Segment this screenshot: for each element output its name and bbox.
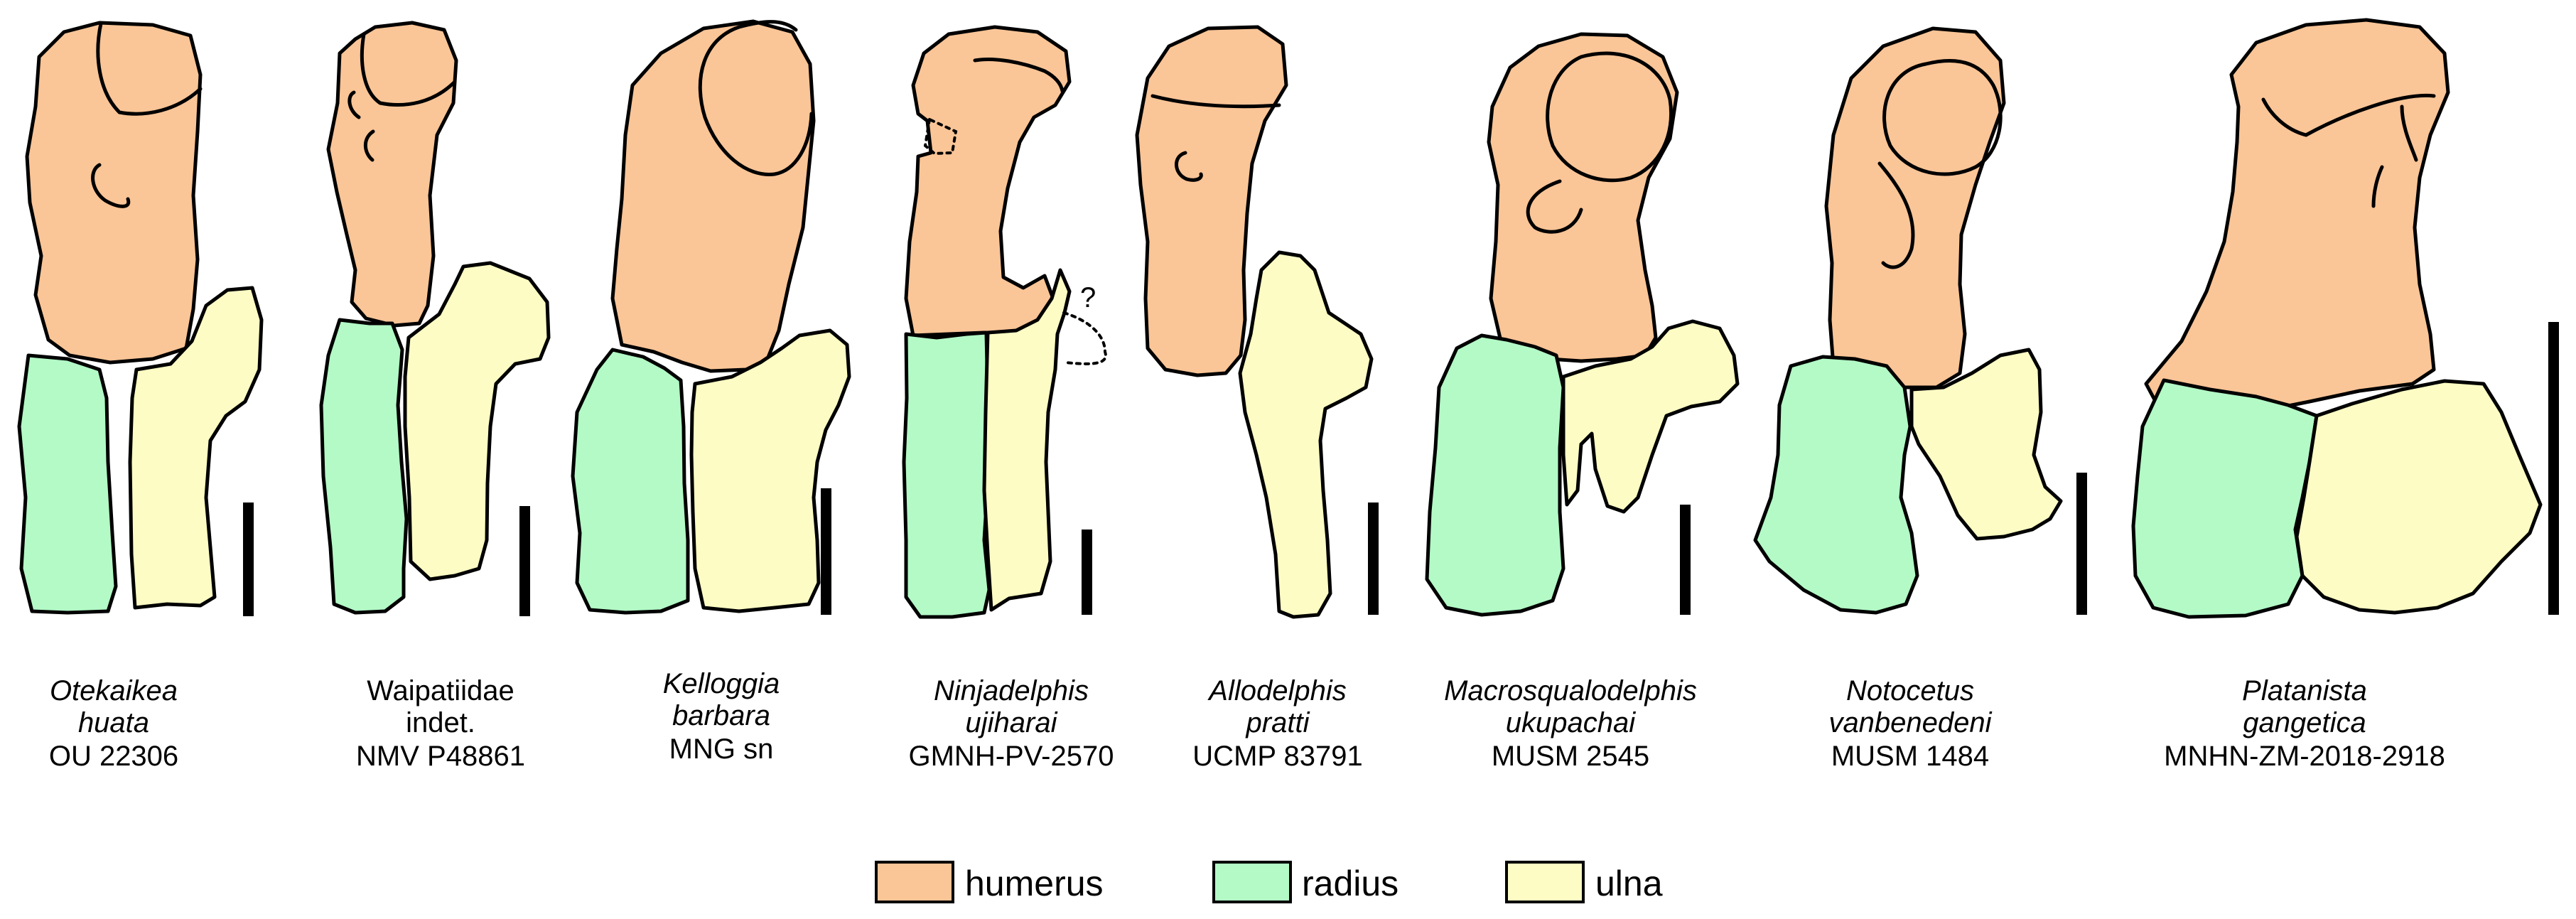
label-species: huata [78, 707, 149, 738]
humerus-head-outline [1546, 51, 1673, 183]
humerus [1824, 26, 2006, 389]
humerus-head-outline [973, 58, 1065, 93]
deltopectoral-crest-outline [2371, 165, 2384, 208]
label-species: vanbenedeni [1828, 707, 1992, 738]
deltopectoral-crest-outline [1877, 161, 1915, 269]
ulna [1909, 348, 2063, 541]
humerus [610, 19, 816, 373]
label-specimen-number: MUSM 2545 [1492, 741, 1649, 772]
humerus [326, 21, 458, 328]
scale-bar [519, 506, 530, 616]
humerus-head-outline [1882, 58, 2003, 176]
humerus-head-outline [698, 20, 814, 176]
label-genus: Ninjadelphis [934, 675, 1089, 706]
radius [319, 318, 409, 615]
scale-bar [2548, 322, 2559, 615]
radius [1753, 355, 1919, 615]
scale-bar [1680, 505, 1691, 615]
label-species: ukupachai [1506, 707, 1636, 738]
ulna [2295, 379, 2543, 615]
legend: humerus radius ulna [875, 861, 1663, 903]
deltopectoral-crest-outline [1175, 151, 1203, 182]
humerus [1487, 32, 1679, 363]
label-specimen-number: MNG sn [669, 733, 774, 765]
label-genus: Waipatiidae [367, 675, 514, 706]
humerus [25, 21, 203, 365]
legend-label-humerus: humerus [965, 864, 1104, 903]
label-specimen-number: NMV P48861 [356, 741, 525, 772]
humerus-head-outline [360, 32, 457, 107]
label-genus: Macrosqualodelphis [1444, 675, 1697, 706]
label-genus: Allodelphis [1207, 675, 1346, 706]
legend-swatch-humerus [875, 861, 954, 903]
label-species: pratti [1246, 707, 1310, 738]
deltopectoral-crest-outline [91, 163, 131, 208]
label-species: barbara [672, 700, 770, 731]
specimen-kelloggia [571, 19, 851, 615]
specimen-macrosqualodelphis [1425, 32, 1740, 617]
humerus-head-outline [96, 21, 203, 116]
scale-bar [1082, 530, 1092, 615]
label-species: ujiharai [966, 707, 1058, 738]
humerus [904, 25, 1072, 338]
legend-label-radius: radius [1302, 864, 1399, 903]
label-specimen-number: MUSM 1484 [1831, 741, 1989, 772]
label-specimen-number: UCMP 83791 [1192, 741, 1362, 772]
ulna [689, 328, 851, 613]
label-specimen-number: MNHN-ZM-2018-2918 [2164, 741, 2445, 772]
ulna [403, 261, 551, 581]
humerus-head-outline [2261, 93, 2436, 162]
humerus [1135, 25, 1288, 377]
label-specimen-number: GMNH-PV-2570 [909, 741, 1114, 772]
legend-item-humerus: humerus [875, 861, 1104, 903]
ulna [1238, 250, 1374, 619]
deltopectoral-crest-outline [347, 90, 375, 162]
missing-process-outline [1062, 311, 1107, 365]
ulna [128, 286, 264, 610]
label-genus: Otekaikea [50, 675, 178, 706]
legend-swatch-radius [1212, 861, 1292, 903]
scale-bar [2076, 473, 2087, 615]
specimen-ninjadelphis: ? [902, 25, 1107, 619]
scale-bar [243, 503, 254, 616]
label-genus: Notocetus [1846, 675, 1974, 706]
ulna [982, 268, 1072, 612]
specimen-labels: Otekaikea huata OU 22306 Waipatiidae ind… [49, 668, 2445, 772]
label-genus: Platanista [2242, 675, 2367, 706]
specimen-platanista [2131, 18, 2559, 619]
radius [2131, 378, 2319, 619]
scale-bar [1368, 503, 1379, 615]
humerus [2144, 18, 2450, 416]
radius [17, 353, 118, 615]
ulna [1561, 319, 1740, 514]
scale-bar [821, 488, 831, 615]
humerus-head-outline [1150, 94, 1281, 109]
legend-swatch-ulna [1505, 861, 1585, 903]
deltopectoral-crest-outline [1526, 179, 1583, 234]
radius [902, 330, 991, 619]
specimen-otekaikea [17, 21, 264, 616]
label-species: gangetica [2243, 707, 2366, 738]
legend-item-radius: radius [1212, 861, 1399, 903]
specimen-waipatiidae [319, 21, 551, 616]
label-specimen-number: OU 22306 [49, 741, 178, 772]
uncertain-mark: ? [1080, 282, 1096, 313]
legend-label-ulna: ulna [1595, 864, 1663, 903]
specimen-allodelphis [1135, 25, 1379, 619]
radius [1425, 333, 1565, 617]
specimen-notocetus [1753, 26, 2087, 615]
radius [571, 348, 690, 615]
label-species: indet. [406, 707, 475, 738]
legend-item-ulna: ulna [1505, 861, 1663, 903]
label-genus: Kelloggia [663, 668, 780, 699]
